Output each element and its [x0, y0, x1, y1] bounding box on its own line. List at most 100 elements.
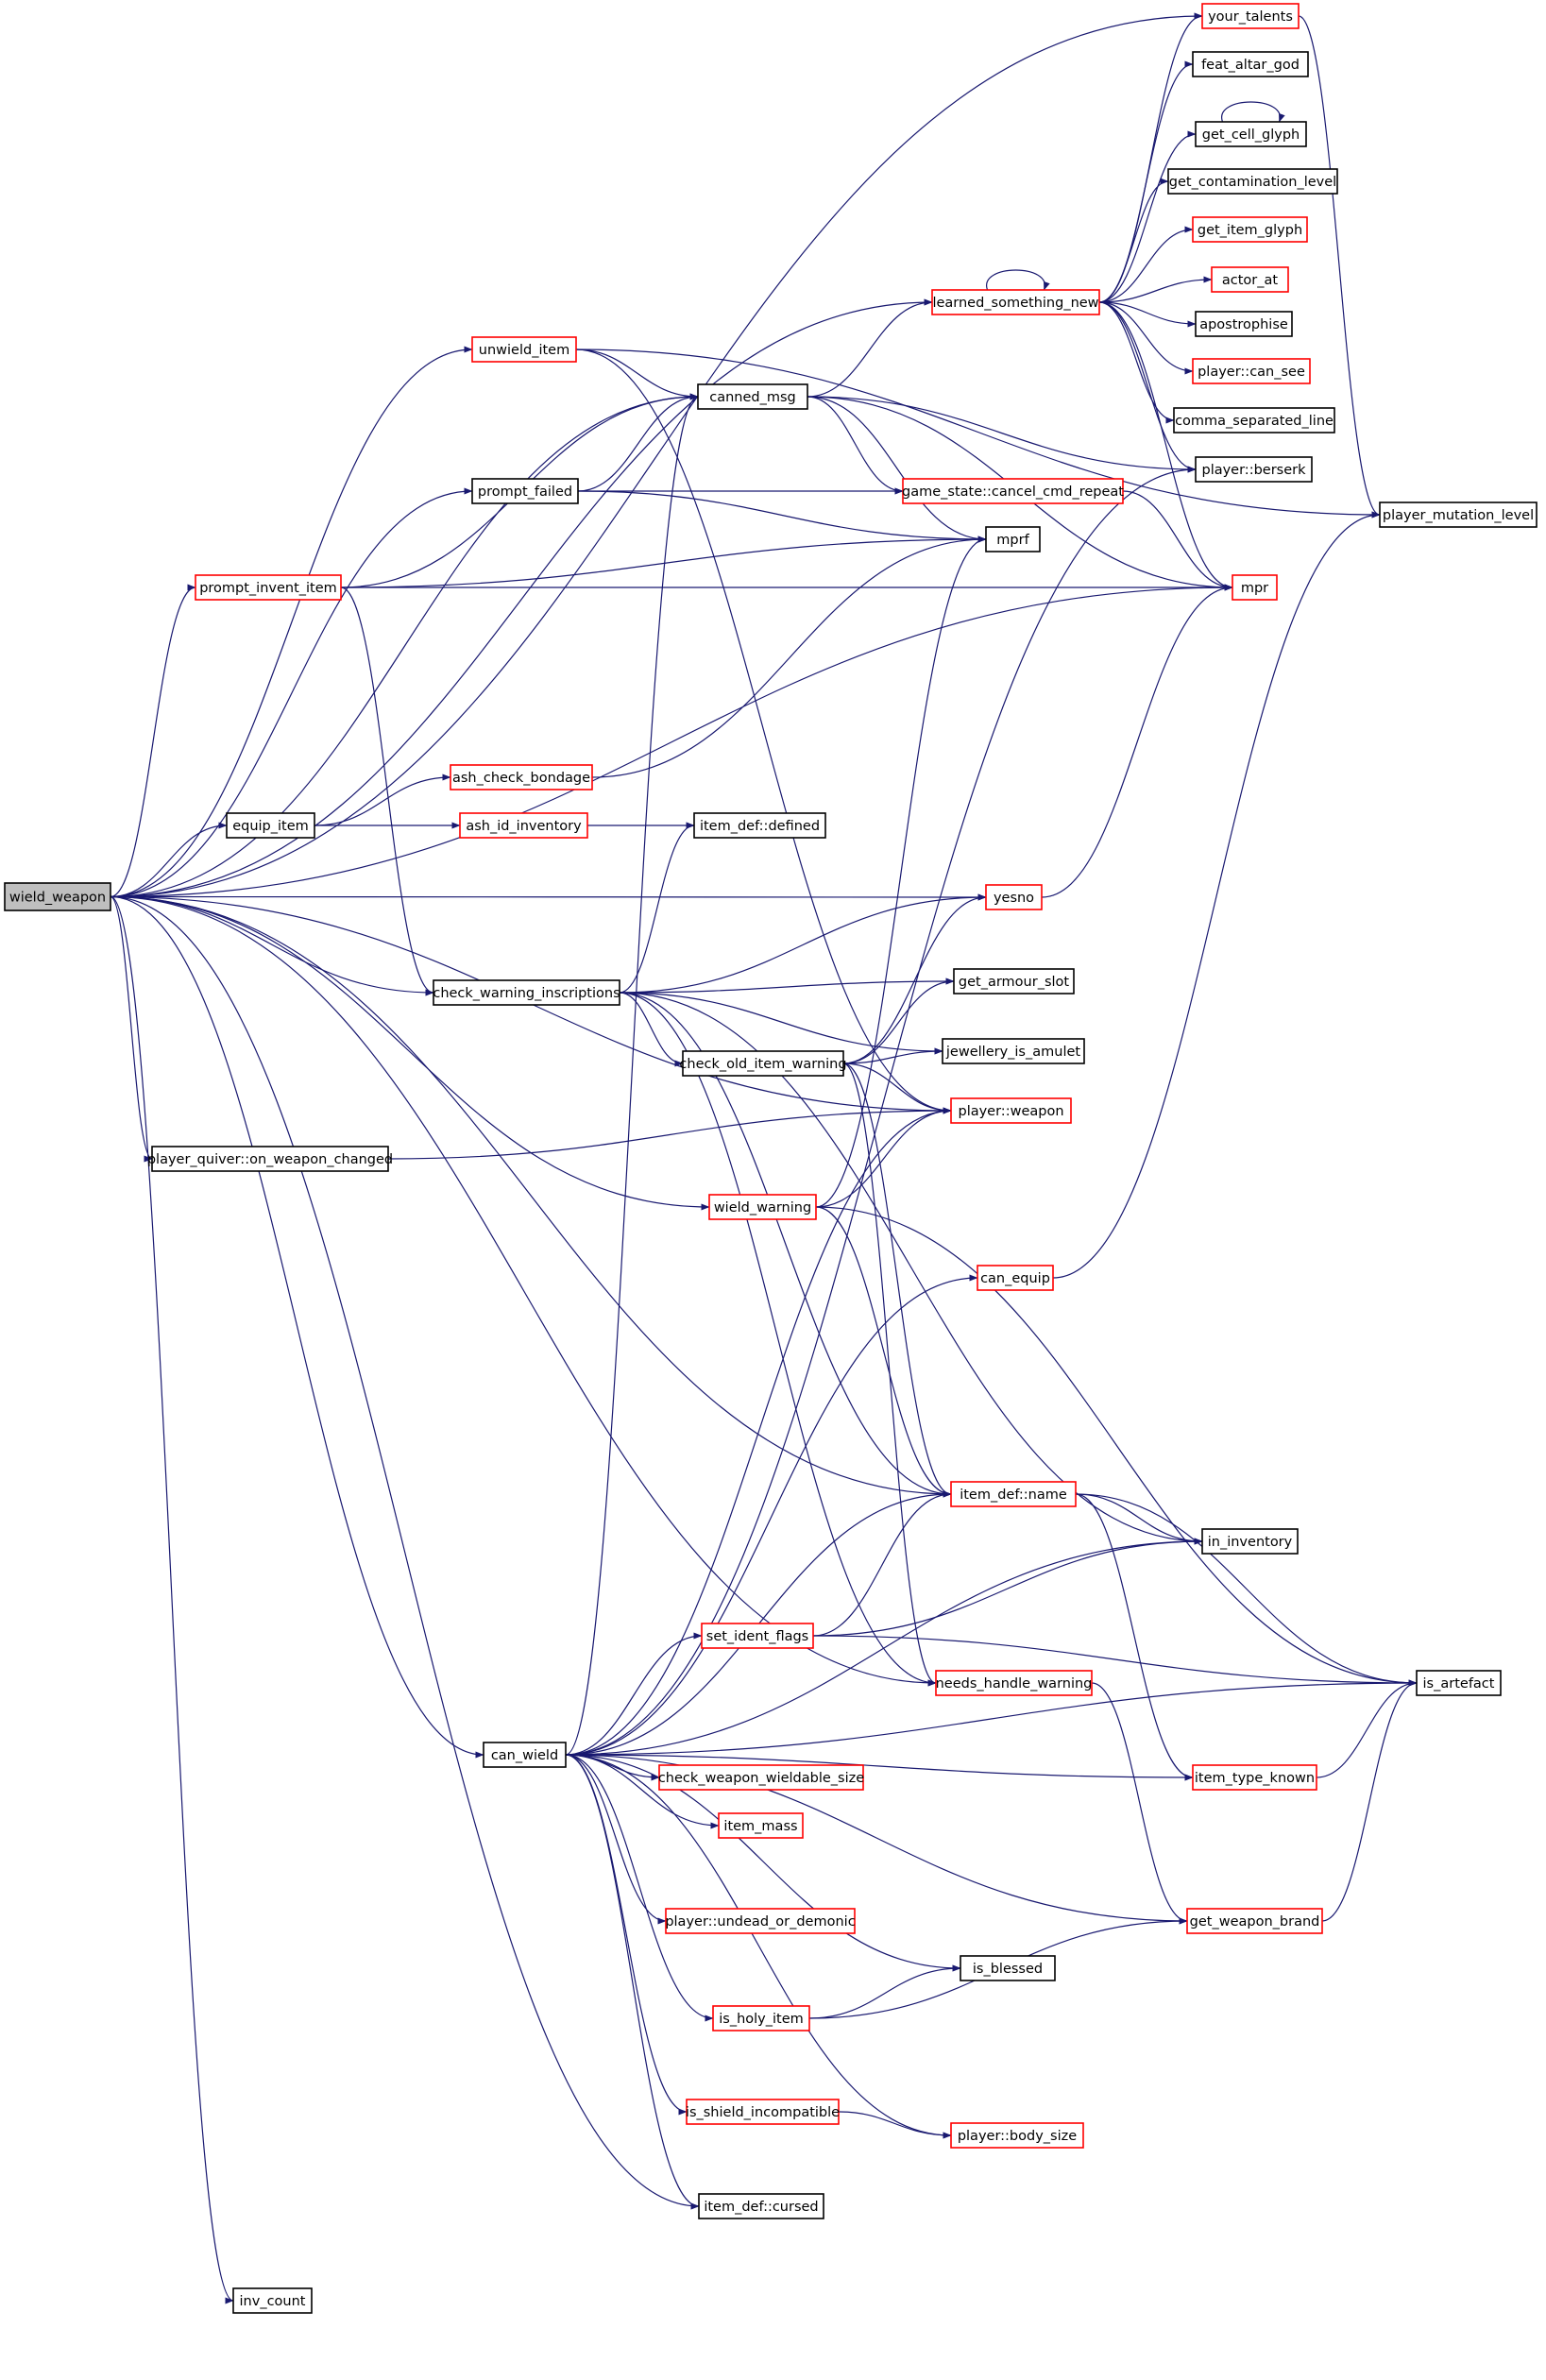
- node-get-armour-slot[interactable]: get_armour_slot: [953, 968, 1075, 994]
- node-unwield-item[interactable]: unwield_item: [471, 336, 577, 363]
- edge-wield-weapon-to-needs-handle-warning: [110, 895, 937, 1687]
- edge-line: [110, 822, 228, 898]
- node-box: [471, 336, 577, 363]
- edge-line: [619, 992, 1203, 1545]
- node-is-holy-item[interactable]: is_holy_item: [712, 2005, 810, 2032]
- node-label: check_warning_inscriptions: [433, 986, 620, 1001]
- node-in-inventory[interactable]: in_inventory: [1201, 1528, 1299, 1555]
- edge-learned-something-new-to-actor-at: [1098, 276, 1213, 303]
- edge-check-warning-inscriptions-to-item-def-name: [619, 992, 952, 1498]
- node-player-mutation-level[interactable]: player_mutation_level: [1379, 502, 1538, 528]
- node-can-wield[interactable]: can_wield: [483, 1742, 567, 1768]
- node-player-quiver-on-weapon-changed[interactable]: player_quiver::on_weapon_changed: [147, 1146, 393, 1172]
- node-learned-something-new[interactable]: learned_something_new: [931, 289, 1100, 315]
- edge-line: [565, 1754, 714, 2022]
- node-comma-separated-line[interactable]: comma_separated_line: [1173, 407, 1335, 434]
- node-label: get_armour_slot: [959, 975, 1070, 990]
- node-get-contamination-level[interactable]: get_contamination_level: [1167, 168, 1338, 195]
- node-prompt-failed[interactable]: prompt_failed: [471, 478, 579, 504]
- node-item-def-defined[interactable]: item_def::defined: [693, 812, 826, 839]
- node-check-old-item-warning[interactable]: check_old_item_warning: [679, 1050, 847, 1077]
- node-item-mass[interactable]: item_mass: [718, 1812, 804, 1839]
- node-player-body-size[interactable]: player::body_size: [950, 2122, 1084, 2149]
- edge-can-wield-to-can-equip: [565, 1274, 978, 1756]
- edge-canned-msg-to-mprf: [807, 396, 987, 543]
- node-wield-warning[interactable]: wield_warning: [708, 1194, 817, 1220]
- node-box: [1195, 121, 1307, 147]
- nodes-layer: wield_weapon your_talents feat_altar_godge…: [4, 3, 1538, 2314]
- node-actor-at[interactable]: actor_at: [1211, 266, 1289, 293]
- node-box: [4, 882, 111, 911]
- node-get-cell-glyph[interactable]: get_cell_glyph: [1195, 121, 1307, 147]
- edge-line: [1052, 511, 1381, 1279]
- node-your-talents[interactable]: your_talents: [1201, 3, 1300, 29]
- edge-line: [110, 895, 710, 1211]
- node-is-shield-incompatible[interactable]: is_shield_incompatible: [686, 2099, 840, 2125]
- node-jewellery-is-amulet[interactable]: jewellery_is_amulet: [942, 1038, 1085, 1064]
- node-is-artefact[interactable]: is_artefact: [1416, 1670, 1502, 1696]
- node-mprf[interactable]: mprf: [985, 526, 1041, 552]
- edge-line: [986, 269, 1050, 291]
- node-label: player::undead_or_demonic: [665, 1914, 855, 1930]
- node-is-blessed[interactable]: is_blessed: [960, 1955, 1056, 1981]
- node-get-weapon-brand[interactable]: get_weapon_brand: [1186, 1908, 1323, 1934]
- node-game-state-cancel-cmd-repeat[interactable]: game_state::cancel_cmd_repeat: [902, 478, 1124, 504]
- edge-wield-weapon-to-player-quiver-on-weapon-changed: [110, 895, 153, 1163]
- node-player-berserk[interactable]: player::berserk: [1195, 456, 1313, 483]
- edge-line: [591, 536, 987, 778]
- edge-check-old-item-warning-to-get-armour-slot: [842, 978, 955, 1064]
- node-label: prompt_failed: [478, 484, 572, 500]
- node-label: feat_altar_god: [1201, 58, 1300, 73]
- node-box: [1192, 51, 1309, 77]
- edge-prompt-failed-to-canned-msg: [577, 393, 699, 492]
- node-prompt-invent-item[interactable]: prompt_invent_item: [195, 574, 342, 601]
- edge-yesno-to-mpr: [1041, 584, 1233, 898]
- node-needs-handle-warning[interactable]: needs_handle_warning: [935, 1670, 1093, 1696]
- node-get-item-glyph[interactable]: get_item_glyph: [1192, 216, 1308, 243]
- node-canned-msg[interactable]: canned_msg: [697, 383, 808, 410]
- edge-check-warning-inscriptions-to-check-old-item-warning: [619, 992, 684, 1067]
- node-can-equip[interactable]: can_equip: [977, 1265, 1054, 1291]
- node-set-ident-flags[interactable]: set_ident_flags: [701, 1623, 814, 1649]
- node-player-can-see[interactable]: player::can_see: [1192, 358, 1311, 384]
- node-apostrophise[interactable]: apostrophise: [1195, 311, 1293, 337]
- edge-line: [1091, 1682, 1188, 1925]
- edge-line: [565, 1754, 952, 2139]
- edge-line: [577, 490, 987, 543]
- edge-line: [815, 536, 987, 1208]
- edge-line: [565, 1754, 660, 1781]
- node-box: [471, 478, 579, 504]
- edge-line: [1098, 226, 1194, 303]
- edge-wield-weapon-to-learned-something-new: [110, 298, 933, 898]
- node-mpr[interactable]: mpr: [1232, 574, 1278, 601]
- edge-line: [1041, 584, 1233, 898]
- node-ash-check-bondage[interactable]: ash_check_bondage: [450, 764, 593, 790]
- edge-line: [842, 893, 987, 1064]
- edge-line: [619, 893, 987, 994]
- edge-line: [1098, 301, 1197, 328]
- node-feat-altar-god[interactable]: feat_altar_god: [1192, 51, 1309, 77]
- edge-line: [340, 536, 987, 588]
- node-item-def-name[interactable]: item_def::name: [950, 1481, 1077, 1507]
- edge-wield-weapon-to-inv-count: [110, 895, 234, 2304]
- node-ash-id-inventory[interactable]: ash_id_inventory: [459, 812, 588, 839]
- node-player-weapon[interactable]: player::weapon: [950, 1097, 1072, 1124]
- node-item-def-cursed[interactable]: item_def::cursed: [698, 2193, 824, 2219]
- edge-line: [110, 487, 473, 898]
- node-check-warning-inscriptions[interactable]: check_warning_inscriptions: [433, 979, 620, 1006]
- node-label: actor_at: [1222, 273, 1279, 288]
- edge-can-wield-to-is-artefact: [565, 1679, 1418, 1756]
- node-yesno[interactable]: yesno: [985, 884, 1043, 910]
- node-check-weapon-wieldable-size[interactable]: check_weapon_wieldable_size: [658, 1764, 864, 1791]
- edge-check-old-item-warning-to-yesno: [842, 893, 987, 1064]
- node-wield-weapon[interactable]: wield_weapon: [4, 882, 111, 911]
- edge-unwield-item-to-player-mutation-level: [575, 348, 1381, 518]
- node-player-undead-or-demonic[interactable]: player::undead_or_demonic: [665, 1908, 856, 1934]
- node-inv-count[interactable]: inv_count: [232, 2287, 313, 2314]
- node-box: [226, 812, 315, 839]
- node-label: needs_handle_warning: [936, 1676, 1093, 1692]
- edge-learned-something-new-to-apostrophise: [1098, 301, 1197, 328]
- edge-learned-something-new-to-comma-separated-line: [1098, 301, 1175, 424]
- node-equip-item[interactable]: equip_item: [226, 812, 315, 839]
- node-item-type-known[interactable]: item_type_known: [1192, 1764, 1317, 1791]
